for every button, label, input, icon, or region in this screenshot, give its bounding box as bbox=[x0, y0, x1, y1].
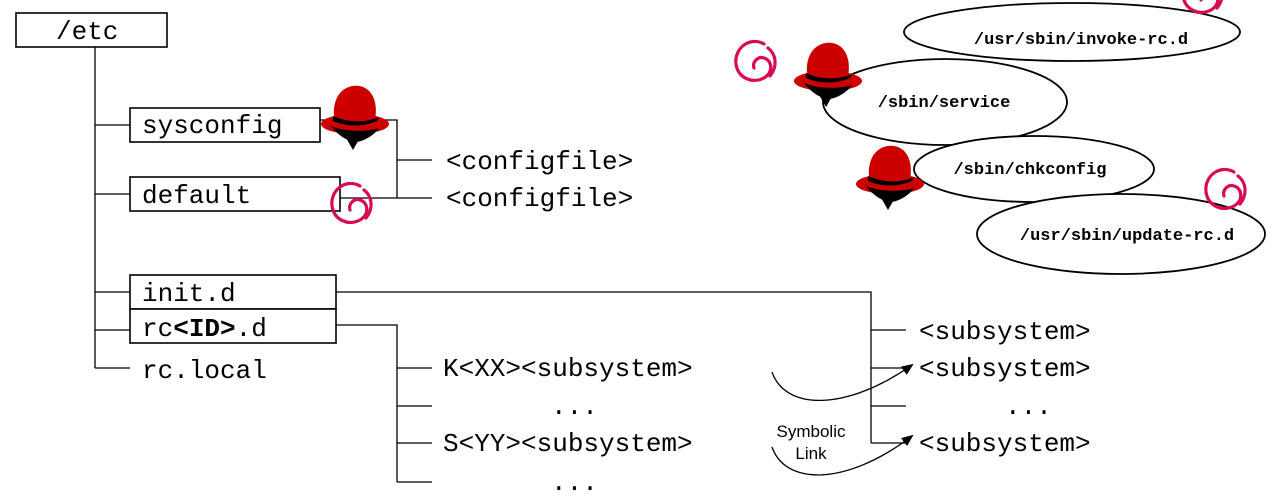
default-label: default bbox=[142, 181, 251, 211]
sysconfig-label: sysconfig bbox=[142, 111, 282, 141]
subsystem-label-2: <subsystem> bbox=[919, 354, 1091, 384]
tool-bubbles bbox=[822, 2, 1266, 275]
configfile-label-1: <configfile> bbox=[446, 147, 633, 177]
sysconfig-box bbox=[129, 107, 321, 143]
redhat-logo-icon bbox=[321, 85, 389, 150]
service-label: /sbin/service bbox=[878, 94, 1011, 113]
symbolic-link-label-line2: Link bbox=[795, 444, 827, 463]
ellipsis-label-2: ... bbox=[551, 468, 598, 498]
rc-id-d-label: rc<ID>.d bbox=[142, 314, 267, 344]
update-rc-label: /usr/sbin/update-rc.d bbox=[1020, 227, 1234, 246]
subsystem-label-3: <subsystem> bbox=[919, 429, 1091, 459]
configfile-label-2: <configfile> bbox=[446, 184, 633, 214]
default-box bbox=[129, 176, 341, 212]
invoke-rc-label: /usr/sbin/invoke-rc.d bbox=[974, 31, 1188, 50]
invoke-rc-ellipse bbox=[903, 2, 1241, 62]
symbolic-link-label-line1: Symbolic bbox=[777, 422, 846, 441]
init-d-label: init.d bbox=[142, 279, 236, 309]
tree-connectors bbox=[94, 47, 906, 483]
debian-swirl-icon bbox=[1204, 167, 1247, 210]
rc-local-label: rc.local bbox=[142, 356, 267, 386]
etc-box bbox=[15, 12, 168, 48]
init-d-box bbox=[129, 274, 337, 310]
debian-swirl-icon bbox=[734, 39, 777, 82]
chkconfig-label: /sbin/chkconfig bbox=[953, 161, 1106, 180]
k-link-label: K<XX><subsystem> bbox=[443, 354, 693, 384]
rc-id-d-box bbox=[129, 308, 337, 344]
s-link-label: S<YY><subsystem> bbox=[443, 429, 693, 459]
symlink-arrow-s bbox=[771, 434, 914, 476]
etc-label: /etc bbox=[56, 17, 118, 47]
update-rc-ellipse bbox=[976, 193, 1266, 275]
ellipsis-label-1: ... bbox=[551, 392, 598, 422]
subsystem-label-1: <subsystem> bbox=[919, 317, 1091, 347]
ellipsis-label-3: ... bbox=[1005, 392, 1052, 422]
service-ellipse bbox=[822, 58, 1068, 146]
redhat-logo-icon bbox=[856, 145, 924, 210]
symlink-arrow-k bbox=[771, 363, 914, 402]
